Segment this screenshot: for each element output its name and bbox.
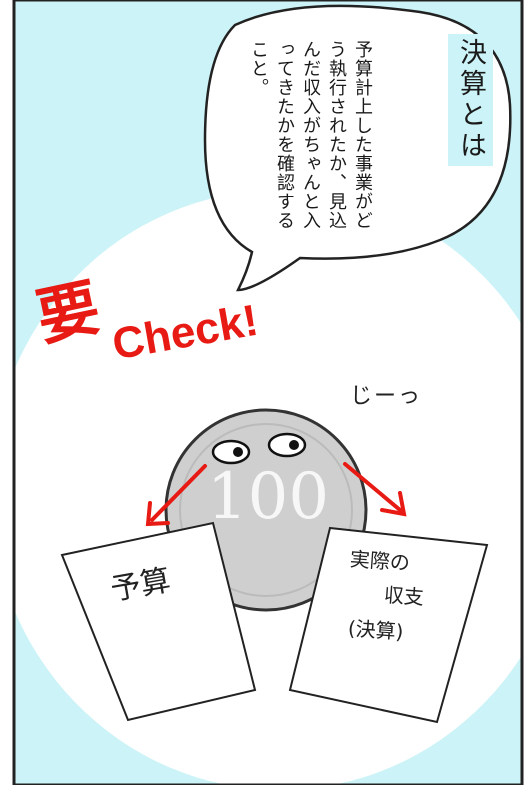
- paper-actual-line3: (決算): [347, 616, 405, 644]
- speech-bubble: [203, 4, 512, 292]
- paper-actual-line2: 収支: [383, 582, 425, 610]
- right-eye: [267, 432, 307, 458]
- paper-budget: [60, 521, 257, 722]
- paper-actual-line1: 実際の: [349, 546, 411, 576]
- speech-title: 決算とは: [448, 34, 493, 166]
- paper-actual: [288, 526, 489, 724]
- speech-body: 予算計上した事業がどう執行されたか、見込んだ収入がちゃんと入ってきたかを確認する…: [248, 40, 373, 230]
- arrow-left: [145, 464, 207, 527]
- coin-value: 100: [206, 460, 330, 534]
- arrow-right: [343, 462, 407, 517]
- sfx-stare: じーっ: [350, 384, 423, 409]
- left-eye: [211, 439, 251, 465]
